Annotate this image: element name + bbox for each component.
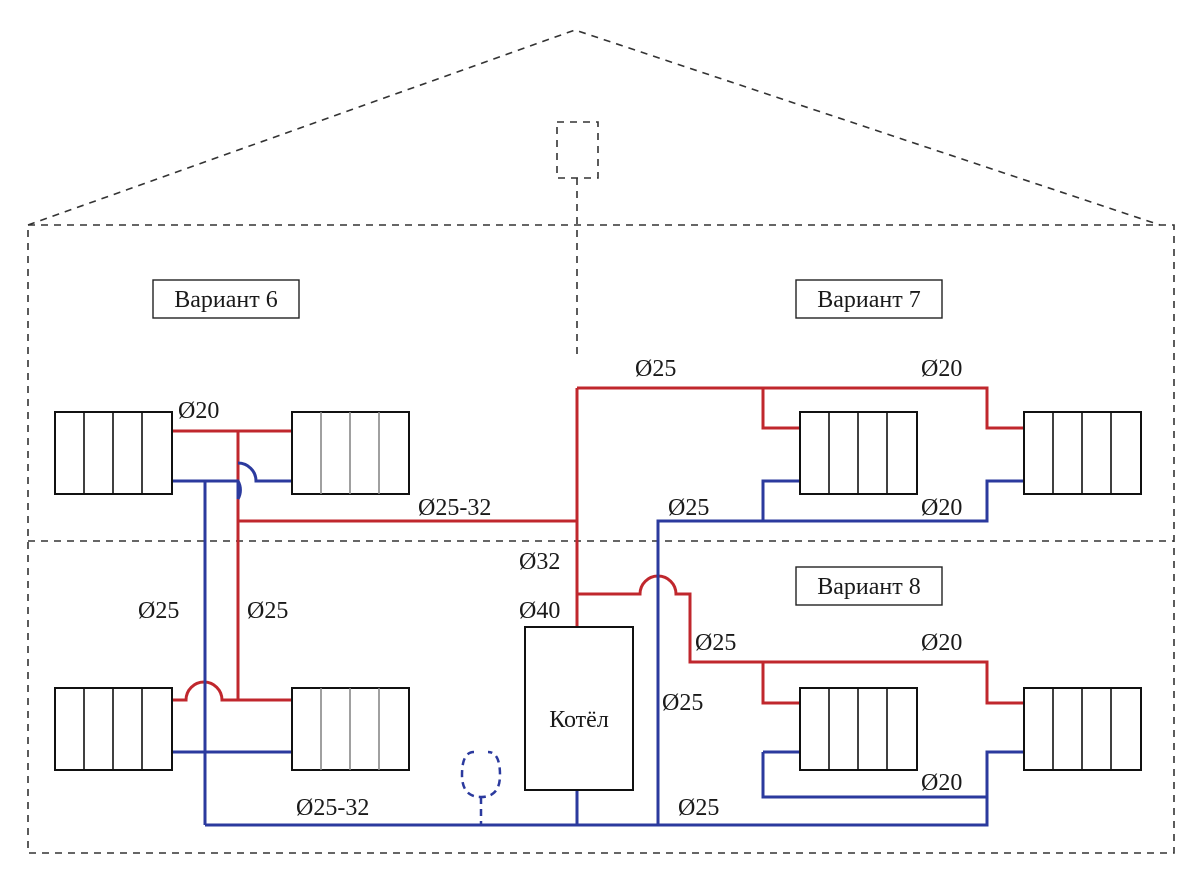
label-boiler-40: Ø40: [519, 598, 560, 624]
variant-7-box: [795, 279, 943, 319]
chimney: [556, 121, 599, 179]
house-outline: [27, 29, 1175, 854]
variant-6-box: [152, 279, 300, 319]
label-v7-supply-20: Ø20: [921, 356, 962, 382]
label-v8-supply-20: Ø20: [921, 630, 962, 656]
return-pipes: [172, 461, 1024, 827]
radiator-v6-bottom-right: [291, 687, 410, 771]
supply-v7-main: [577, 386, 1024, 430]
return-v6-top-right: [236, 461, 292, 499]
supply-v8-branch: [761, 662, 800, 705]
variant-7-label-group: Вариант 7: [795, 279, 943, 319]
roof-line: [27, 29, 1161, 226]
radiator-v7-left: [799, 411, 918, 495]
label-v8-return-riser-25: Ø25: [662, 690, 703, 716]
label-riser-32: Ø32: [519, 549, 560, 575]
radiator-v8-right: [1023, 687, 1142, 771]
return-v7-main: [656, 479, 1024, 825]
radiator-v7-right: [1023, 411, 1142, 495]
supply-pipes: [172, 386, 1024, 705]
label-v6-mid-25: Ø25: [247, 598, 288, 624]
label-v6-top-20: Ø20: [178, 398, 219, 424]
label-v6-main-25-32: Ø25-32: [418, 495, 491, 521]
radiator-v6-top-right: [291, 411, 410, 495]
label-v6-left-25: Ø25: [138, 598, 179, 624]
label-v7-supply-25: Ø25: [635, 356, 676, 382]
radiator-v6-bottom-left: [54, 687, 173, 771]
boiler-label: Котёл: [549, 707, 609, 733]
return-v7-branch: [761, 479, 800, 521]
supply-v8-main: [577, 574, 1024, 705]
label-v8-return-20: Ø20: [921, 770, 962, 796]
variant-6-label: Вариант 6: [174, 287, 278, 313]
return-v8-main: [761, 750, 1024, 799]
pipe-labels: Ø20 Ø25-32 Ø25 Ø25 Ø25-32 Ø32 Ø40 Ø25 Ø2…: [138, 356, 962, 821]
supply-v7-branch: [761, 388, 800, 430]
label-v7-return-20: Ø20: [921, 495, 962, 521]
supply-v6-bottom: [172, 680, 292, 702]
variant-8-label-group: Вариант 8: [795, 566, 943, 606]
boiler-group: Котёл: [524, 626, 634, 791]
label-v7-return-25: Ø25: [668, 495, 709, 521]
variant-8-box: [795, 566, 943, 606]
house-walls: [27, 224, 1175, 854]
variant-6-label-group: Вариант 6: [152, 279, 300, 319]
radiator-v6-top-left: [54, 411, 173, 495]
variant-8-label: Вариант 8: [817, 574, 921, 600]
radiator-v8-left: [799, 687, 918, 771]
boiler: [524, 626, 634, 791]
variant-7-label: Вариант 7: [817, 287, 921, 313]
label-v8-supply-25: Ø25: [695, 630, 736, 656]
label-bottom-right-25: Ø25: [678, 795, 719, 821]
expansion-tank: [460, 750, 502, 825]
label-bottom-25-32: Ø25-32: [296, 795, 369, 821]
